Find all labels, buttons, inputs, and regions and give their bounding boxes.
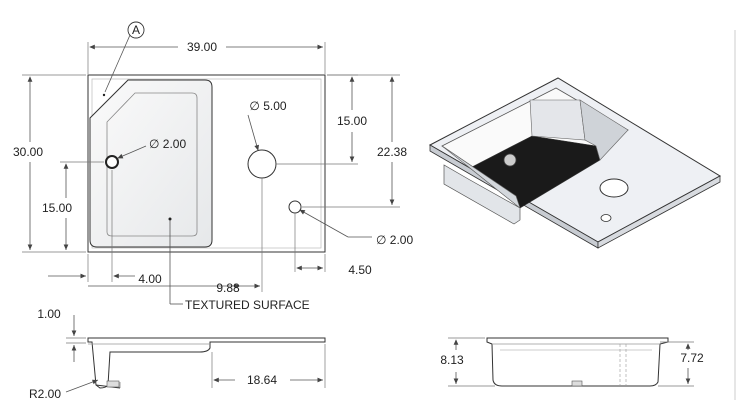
dim-width: 39.00: [87, 40, 326, 74]
isometric-view: [428, 77, 722, 249]
dim-drain-hole: ∅ 2.00: [117, 137, 186, 159]
dim-lip-label: 1.00: [37, 307, 61, 321]
drain-hole: [105, 155, 119, 169]
iso-faucet-hole: [599, 178, 629, 198]
textured-surface-label: TEXTURED SURFACE: [185, 298, 310, 312]
dim-left-lower: 15.00: [42, 161, 104, 250]
dim-lip: 1.00: [37, 307, 86, 362]
dim-faucet-from-top-label: 15.00: [337, 114, 367, 128]
dim-depth-span: 18.64: [211, 344, 326, 388]
dim-radius-label: R2.00: [29, 387, 61, 401]
dim-depth-right: 7.72: [658, 341, 704, 387]
top-view: [87, 74, 326, 253]
detail-letter: A: [132, 23, 140, 37]
dim-faucet-hole-label: ∅ 5.00: [249, 99, 286, 113]
dim-depth-left-label: 8.13: [440, 353, 464, 367]
basin-outline: [89, 79, 213, 248]
textured-surface-callout: TEXTURED SURFACE: [169, 220, 310, 312]
dim-bottom-450-label: 4.50: [348, 263, 372, 277]
dim-overall-right: 22.38: [302, 74, 407, 208]
dim-small-hole-label: ∅ 2.00: [376, 233, 413, 247]
dim-depth-right-label: 7.72: [680, 351, 704, 365]
small-hole: [288, 200, 302, 214]
dim-left-lower-label: 15.00: [42, 201, 72, 215]
dim-depth-left: 8.13: [440, 337, 495, 387]
dim-drain-hole-label: ∅ 2.00: [149, 137, 186, 151]
dim-radius: R2.00: [29, 379, 99, 401]
iso-small-hole: [600, 214, 612, 222]
dim-bottom-4-label: 4.00: [138, 272, 162, 286]
dim-overall-right-label: 22.38: [377, 145, 407, 159]
dim-height: 30.00: [13, 74, 86, 253]
faucet-hole: [247, 149, 277, 179]
detail-callout-a: A: [104, 21, 145, 93]
dim-bottom-row: 4.00 9.88 4.50: [48, 170, 372, 295]
dim-bottom-988-label: 9.88: [216, 281, 240, 295]
dim-height-label: 30.00: [13, 145, 43, 159]
dim-width-label: 39.00: [187, 40, 217, 54]
front-section-view: [87, 337, 326, 389]
dim-faucet-hole: ∅ 5.00: [247, 99, 287, 151]
dim-small-hole: ∅ 2.00: [299, 209, 413, 247]
side-section-view: [486, 337, 669, 387]
dim-depth-span-label: 18.64: [247, 373, 277, 387]
